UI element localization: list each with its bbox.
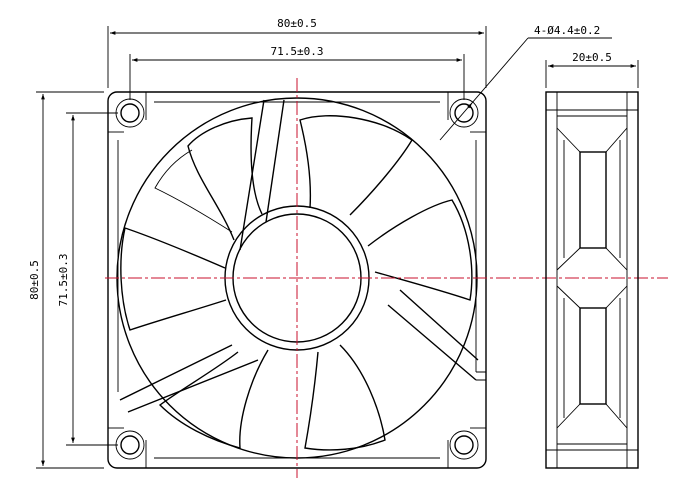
side-view	[545, 91, 639, 469]
support-strut-right	[387, 289, 479, 381]
mounting-hole-top-right	[454, 103, 474, 123]
mounting-hole-top-left	[120, 103, 140, 123]
depth-label: 20±0.5	[572, 51, 612, 64]
side-blade-upper	[556, 127, 628, 271]
mounting-hole-bottom-left	[120, 435, 140, 455]
dimension-hole-spacing-horizontal: 71.5±0.3	[129, 45, 465, 100]
dimension-overall-height: 80±0.5	[28, 91, 104, 469]
hole-spacing-vertical-label: 71.5±0.3	[57, 254, 70, 307]
overall-height-label: 80±0.5	[28, 260, 41, 300]
fan-blades	[120, 115, 473, 451]
support-strut-left	[119, 344, 259, 413]
side-blade-lower	[556, 285, 628, 429]
cable-slot	[476, 371, 486, 381]
dimension-hole-spacing-vertical: 71.5±0.3	[57, 112, 118, 446]
mounting-holes-label: 4-Ø4.4±0.2	[534, 24, 600, 37]
dimension-overall-width: 80±0.5	[107, 17, 487, 88]
mounting-hole-bottom-right	[454, 435, 474, 455]
side-view-frame	[545, 91, 639, 469]
dimension-mounting-holes: 4-Ø4.4±0.2	[439, 24, 612, 141]
front-view	[105, 78, 668, 478]
dimension-depth: 20±0.5	[545, 51, 639, 88]
hole-spacing-horizontal-label: 71.5±0.3	[271, 45, 324, 58]
overall-width-label: 80±0.5	[277, 17, 317, 30]
